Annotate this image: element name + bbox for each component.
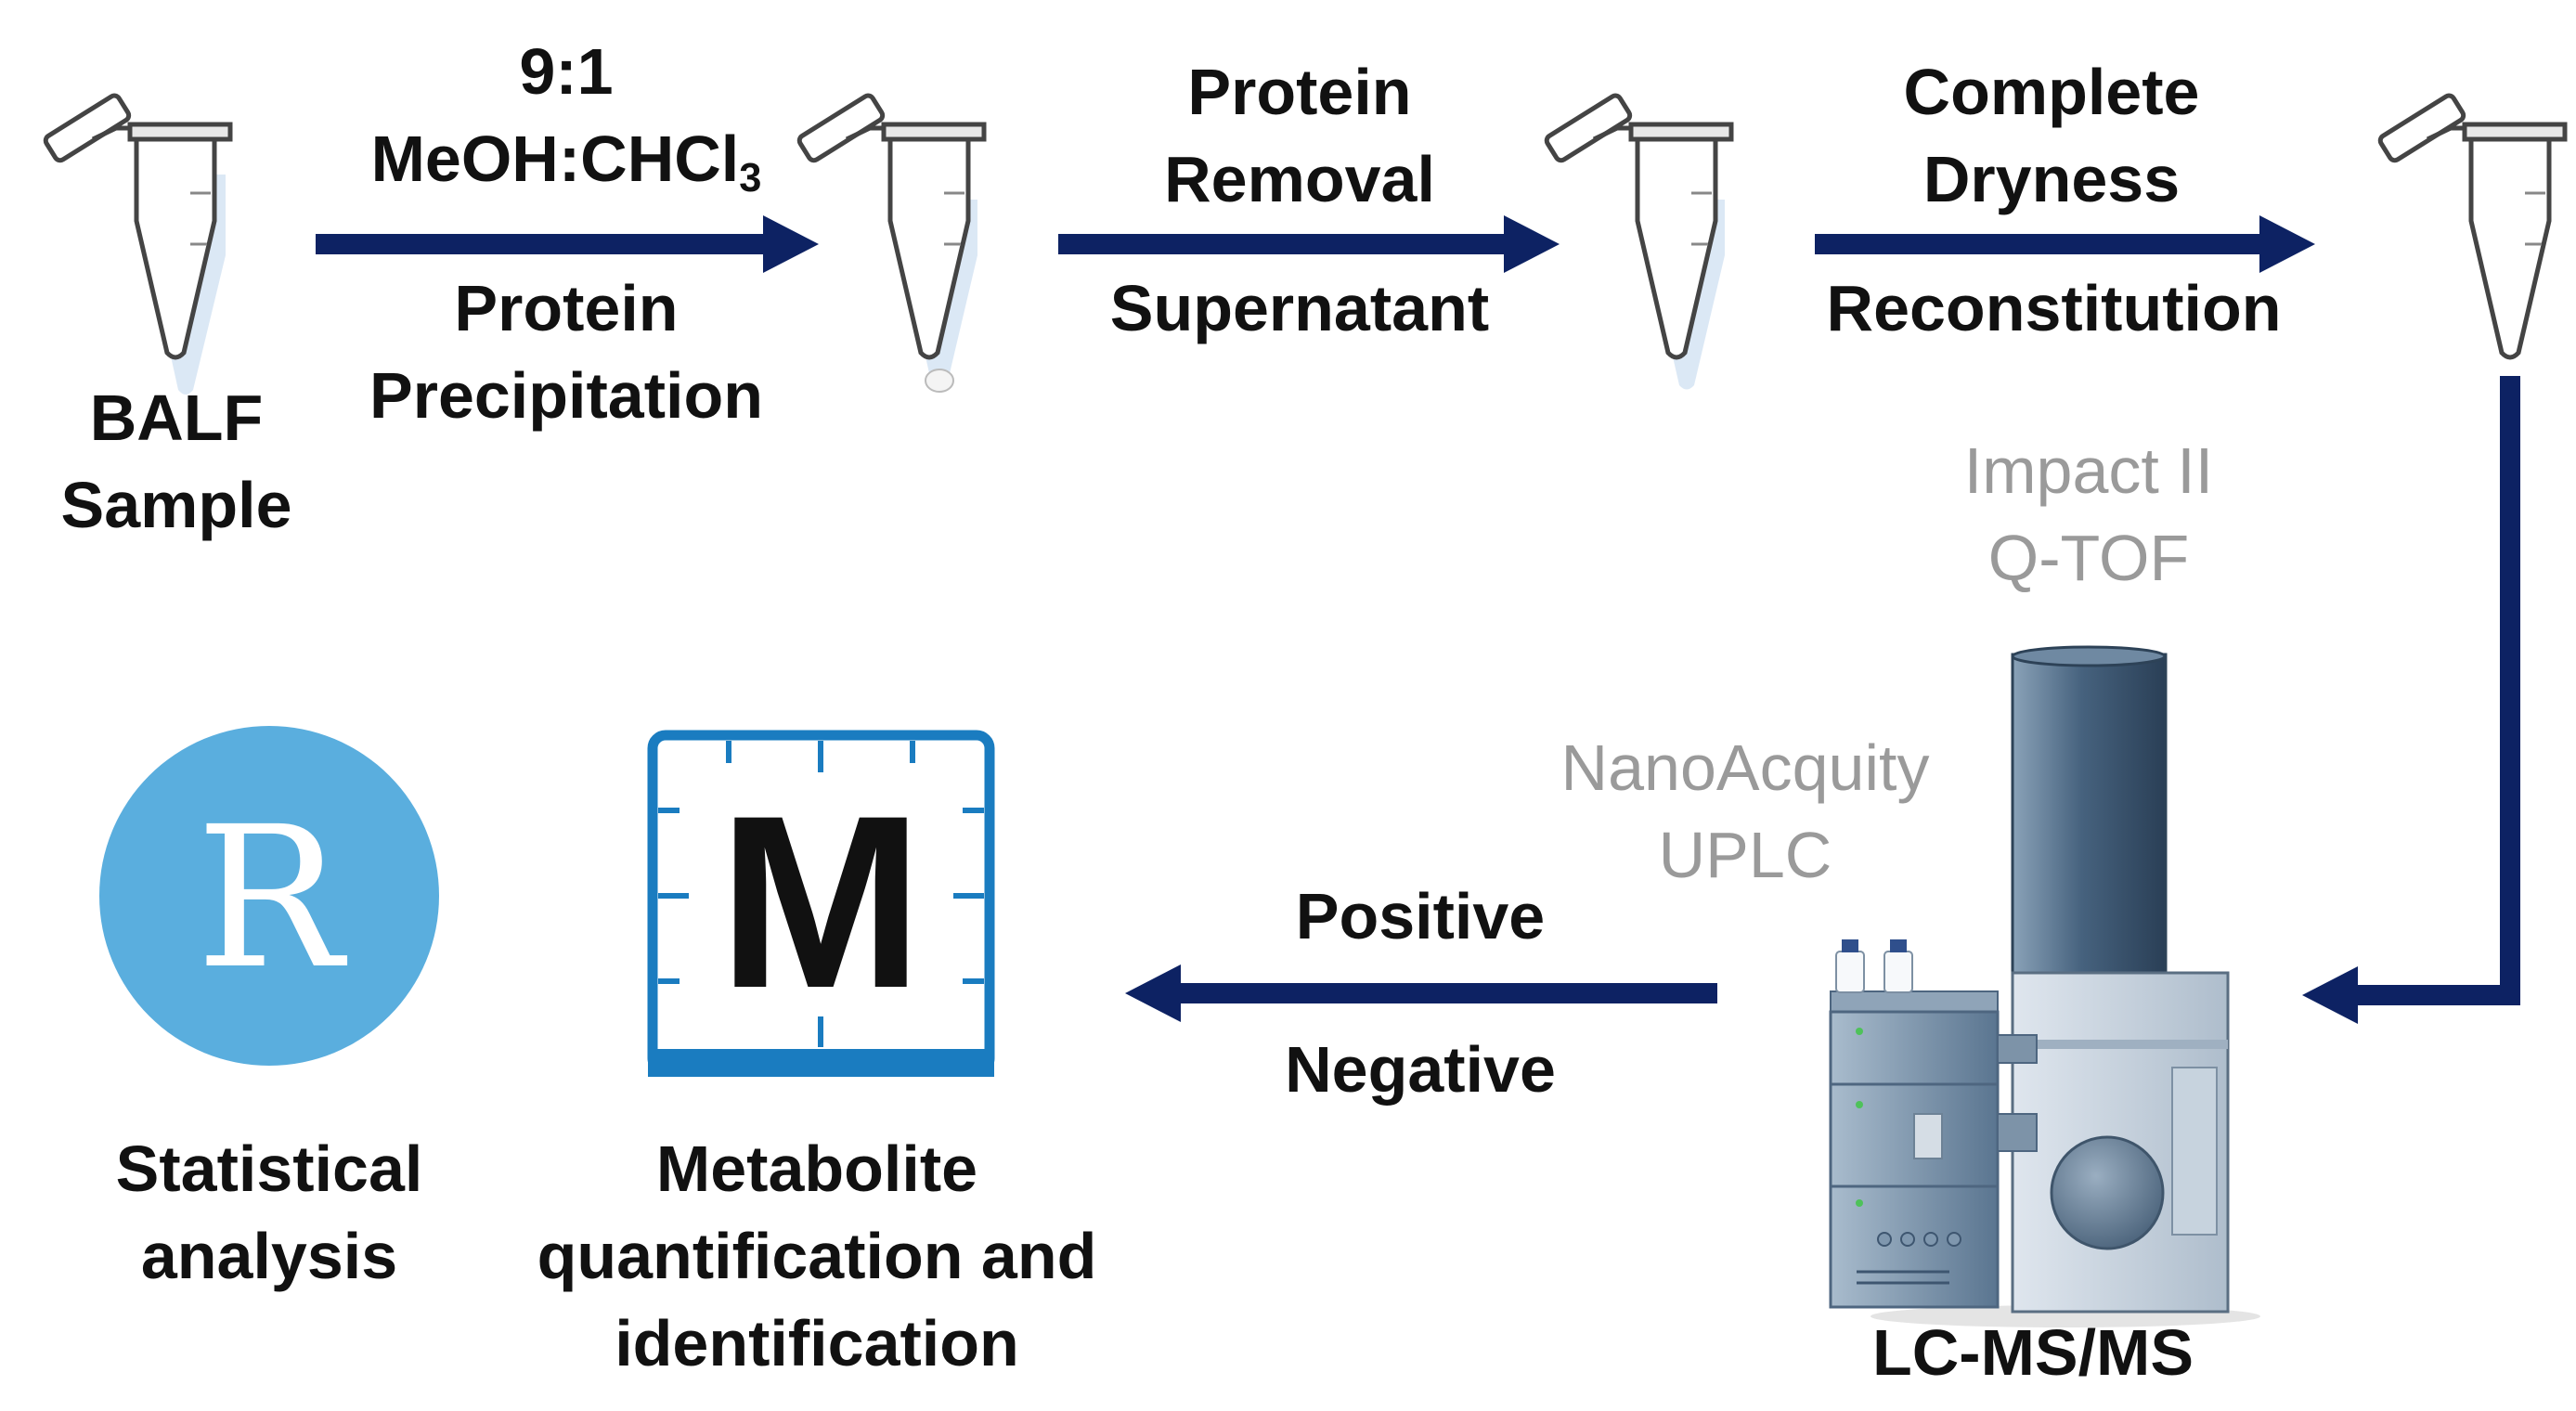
lc-model-line2: UPLC (1658, 819, 1832, 891)
protein-removal-line2: Removal (1164, 143, 1435, 215)
negative-mode-label: Negative (1285, 1033, 1556, 1106)
dryness-line2: Dryness (1922, 143, 2181, 215)
protein-removal-line1: Protein (1187, 56, 1412, 128)
solvent-formula: MeOH:CHCl3 (370, 123, 762, 201)
r-logo-icon: R (99, 726, 439, 1066)
tube-icon-balf (44, 94, 230, 395)
arrow-to-lcms (2302, 376, 2520, 1024)
lcms-instrument-icon (1829, 645, 2260, 1327)
positive-mode-label: Positive (1295, 880, 1546, 952)
lc-model-label: NanoAcquity UPLC (1522, 724, 1968, 899)
ms-model-line1: Impact II (1963, 434, 2214, 507)
supernatant-label: Supernatant (1109, 272, 1490, 344)
solvent-ratio: 9:1 (519, 35, 614, 108)
arrow-to-software (1125, 964, 1717, 1022)
statistical-analysis-line2: analysis (140, 1220, 398, 1292)
tube-icon-supernatant (1545, 94, 1731, 390)
protein-removal-label: Protein Removal (1058, 48, 1541, 223)
precipitation-label: Protein Precipitation (316, 265, 817, 439)
ms-model-line2: Q-TOF (1987, 522, 2190, 594)
r-logo-letter: R (196, 784, 348, 1012)
precipitation-label-line2: Precipitation (369, 359, 763, 432)
metabolite-line3: identification (615, 1307, 1019, 1379)
metabolite-label: Metabolite quantification and identifica… (483, 1125, 1151, 1387)
arrow-precipitation (316, 215, 819, 273)
metabolite-line1: Metabolite (655, 1133, 978, 1205)
tube-icon-precipitated (797, 94, 984, 393)
balf-sample-line1: BALF (89, 382, 264, 454)
reconstitution-label: Reconstitution (1826, 272, 2282, 344)
tube-icon-reconstituted (2378, 94, 2565, 357)
arrow-protein-removal (1058, 215, 1560, 273)
lc-model-line1: NanoAcquity (1560, 731, 1930, 804)
m-logo-letter: M (718, 765, 924, 1040)
dryness-line1: Complete (1903, 56, 2200, 128)
balf-sample-label: BALF Sample (28, 374, 325, 549)
balf-sample-line2: Sample (60, 469, 292, 541)
lcms-label: LC-MS/MS (1871, 1316, 2194, 1389)
statistical-analysis-line1: Statistical (115, 1133, 423, 1205)
precipitation-label-line1: Protein (454, 272, 679, 344)
metabolite-line2: quantification and (537, 1220, 1097, 1292)
arrow-dryness (1815, 215, 2315, 273)
m-logo-icon: M (647, 730, 995, 1077)
statistical-analysis-label: Statistical analysis (65, 1125, 473, 1300)
ms-model-label: Impact II Q-TOF (1912, 427, 2265, 602)
dryness-label: Complete Dryness (1801, 48, 2302, 223)
solvent-label: 9:1 MeOH:CHCl3 (316, 28, 817, 222)
